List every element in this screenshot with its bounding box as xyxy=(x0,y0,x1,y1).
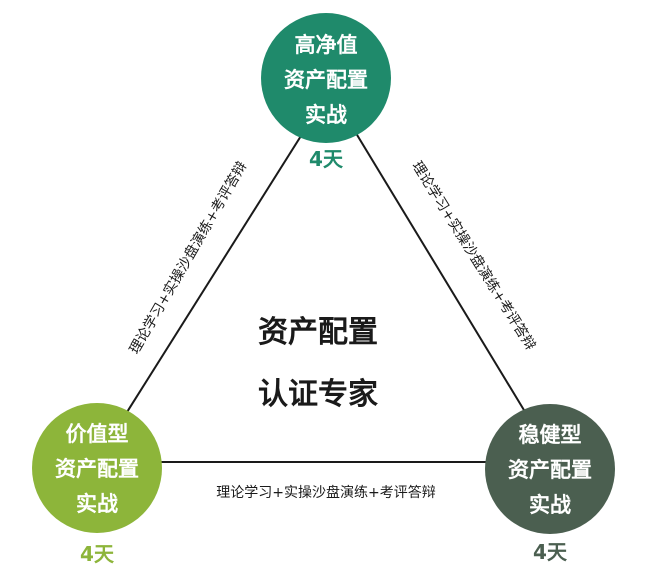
right-node-duration: 4天 xyxy=(533,540,568,564)
edge-left-line xyxy=(121,119,312,421)
right-node-line2: 资产配置 xyxy=(508,458,592,482)
top-node-line2: 资产配置 xyxy=(284,68,368,92)
top-node-line3: 实战 xyxy=(305,103,347,127)
top-node-duration: 4天 xyxy=(309,147,344,171)
right-node-line1: 稳健型 xyxy=(519,423,582,447)
top-node-line1: 高净值 xyxy=(295,33,358,57)
left-node-circle xyxy=(32,403,162,533)
left-node-line1: 价值型 xyxy=(66,422,129,446)
left-node-line2: 资产配置 xyxy=(55,457,139,481)
left-node-duration: 4天 xyxy=(80,542,115,566)
left-node-line3: 实战 xyxy=(76,492,118,516)
center-title-line1: 资产配置 xyxy=(258,315,378,350)
right-node-circle xyxy=(485,404,615,534)
center-title-line2: 认证专家 xyxy=(258,377,378,412)
edge-bottom-label: 理论学习+实操沙盘演练+考评答辩 xyxy=(216,484,435,501)
top-node-circle xyxy=(261,13,391,143)
edge-right-label: 理论学习+实操沙盘演练+考评答辩 xyxy=(408,158,539,353)
right-node-line3: 实战 xyxy=(529,493,571,517)
edge-right-line xyxy=(347,119,531,421)
edge-left-label: 理论学习+实操沙盘演练+考评答辩 xyxy=(126,158,250,357)
